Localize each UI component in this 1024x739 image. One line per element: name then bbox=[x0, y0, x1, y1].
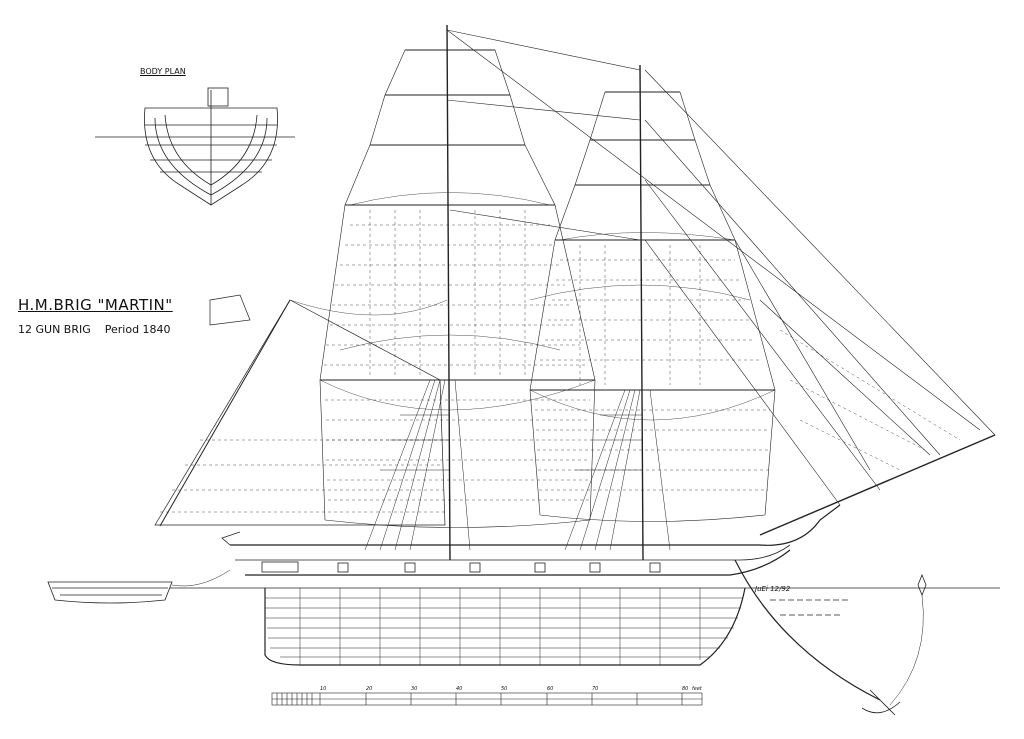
anchor bbox=[734, 559, 927, 716]
drawing-title: H.M.BRIG "MARTIN" bbox=[18, 296, 173, 314]
scale-label: 40 bbox=[456, 686, 463, 692]
ship-type: 12 GUN BRIG bbox=[18, 323, 91, 336]
ship-period: Period 1840 bbox=[104, 323, 171, 336]
yards bbox=[320, 49, 775, 391]
spanker-sail bbox=[154, 294, 446, 527]
scale-label: 80 bbox=[682, 686, 689, 692]
headsails bbox=[446, 29, 996, 506]
jolly-boat bbox=[47, 569, 231, 604]
scale-label: 60 bbox=[547, 686, 554, 692]
sails bbox=[319, 49, 776, 528]
scale-label: 30 bbox=[411, 686, 418, 692]
scale-label: 20 bbox=[366, 686, 373, 692]
masts bbox=[446, 24, 996, 561]
scale-bar bbox=[271, 692, 703, 706]
body-plan-label: BODY PLAN bbox=[140, 67, 186, 76]
signature: JuEi 12/92 bbox=[755, 585, 791, 593]
scale-label: 10 bbox=[320, 686, 327, 692]
rigging bbox=[289, 192, 776, 421]
scale-unit: feet bbox=[692, 686, 702, 692]
body-plan bbox=[95, 87, 295, 206]
ensign-flag bbox=[209, 294, 251, 326]
shrouds bbox=[364, 379, 671, 551]
drawing-subtitle: 12 GUN BRIG Period 1840 bbox=[18, 323, 185, 336]
buoy bbox=[917, 573, 927, 597]
scale-label: 50 bbox=[501, 686, 508, 692]
hull bbox=[221, 504, 841, 666]
scale-label: 70 bbox=[592, 686, 599, 692]
